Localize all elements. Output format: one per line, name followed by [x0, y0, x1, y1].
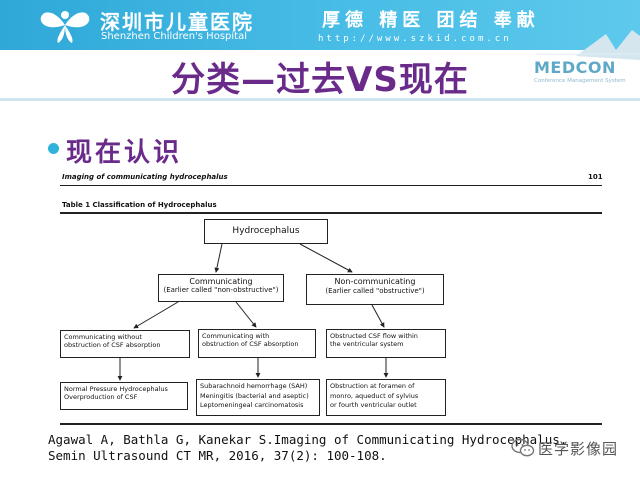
node-comm-without-obstruction: Communicating without obstruction of CSF…: [60, 330, 190, 358]
slide-title: 分类—过去VS现在: [171, 60, 469, 100]
title-divider: [0, 98, 640, 101]
wechat-icon: [511, 438, 535, 457]
paper-page-number: 101: [588, 173, 603, 181]
paper-header-rule: [60, 185, 602, 186]
citation-line-1: Agawal A, Bathla G, Kanekar S.Imaging of…: [48, 432, 568, 447]
node-hydrocephalus: Hydrocephalus: [204, 219, 328, 244]
hospital-name-en: Shenzhen Children's Hospital: [101, 31, 247, 42]
hospital-url: http://www.szkid.com.cn: [318, 34, 512, 44]
paper-running-header: Imaging of communicating hydrocephalus: [62, 173, 228, 181]
bullet-dot-icon: [48, 143, 59, 154]
node-obstruction-foramen: Obstruction at foramen of monro, aqueduc…: [326, 379, 446, 416]
edge-root-noncomm: [299, 243, 353, 273]
edge-root-comm: [214, 243, 223, 273]
hospital-motto: 厚德 精医 团结 奉献: [322, 10, 540, 31]
node-obstructed-csf-flow: Obstructed CSF flow within the ventricul…: [326, 329, 446, 358]
node-sah-meningitis: Subarachnoid hemorrhage (SAH) Meningitis…: [196, 379, 320, 416]
node-normal-pressure-hydrocephalus: Normal Pressure Hydrocephalus Overproduc…: [60, 382, 188, 410]
medcon-logo-icon: [536, 30, 640, 60]
hospital-logo-icon: [40, 11, 90, 43]
table-top-rule: [60, 212, 602, 214]
citation: Agawal A, Bathla G, Kanekar S.Imaging of…: [48, 432, 567, 464]
edge-noncomm-obstructed: [371, 304, 385, 328]
citation-line-2: Semin Ultrasound CT MR, 2016, 37(2): 100…: [48, 448, 387, 463]
watermark-text: 医学影像园: [538, 440, 619, 458]
table-caption: Table 1 Classification of Hydrocephalus: [62, 201, 217, 209]
edge-comm-with: [235, 301, 257, 328]
table-bottom-rule: [60, 423, 602, 425]
medcon-tagline: Conference Management System: [534, 78, 626, 84]
hospital-name-cn: 深圳市儿童医院: [100, 10, 254, 34]
bullet-heading: 现在认识: [66, 138, 183, 168]
node-comm-with-obstruction: Communicating with obstruction of CSF ab…: [198, 329, 316, 358]
node-noncommunicating: Non-communicating (Earlier called "obstr…: [306, 274, 444, 305]
node-communicating: Communicating (Earlier called "non-obstr…: [158, 274, 284, 302]
edge-comm-without: [133, 301, 179, 329]
header-banner: 深圳市儿童医院 Shenzhen Children's Hospital 厚德 …: [0, 0, 640, 50]
medcon-logo-text: MEDCON: [534, 58, 616, 77]
